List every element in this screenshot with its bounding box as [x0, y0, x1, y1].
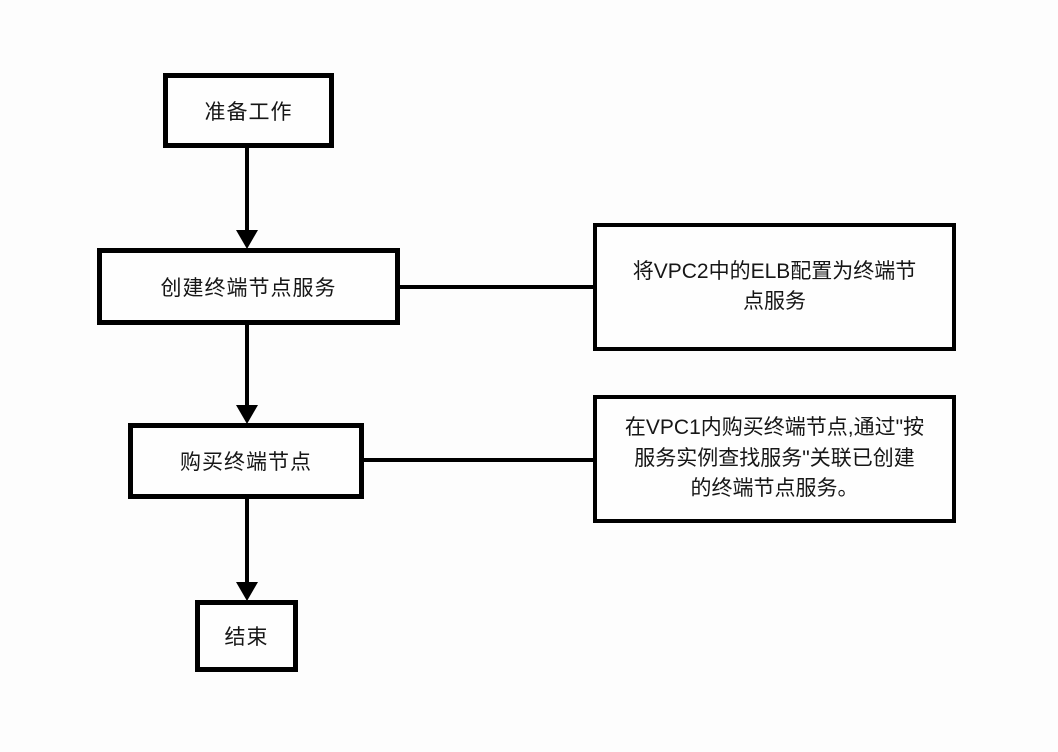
- arrow-shaft: [245, 499, 249, 585]
- arrowhead-icon: [236, 582, 258, 601]
- flow-node-create-endpoint-service: 创建终端节点服务: [97, 248, 400, 325]
- annotation-configure-elb: 将VPC2中的ELB配置为终端节 点服务: [593, 223, 956, 351]
- flow-node-buy-endpoint: 购买终端节点: [128, 423, 364, 499]
- down-arrow-start-to-create: [236, 148, 258, 249]
- annotation-buy-endpoint: 在VPC1内购买终端节点,通过"按 服务实例查找服务"关联已创建 的终端节点服务…: [593, 395, 956, 523]
- flow-node-start: 准备工作: [163, 73, 334, 148]
- arrow-shaft: [245, 325, 249, 408]
- arrowhead-icon: [236, 230, 258, 249]
- flow-node-end: 结束: [195, 600, 298, 672]
- connector-buy-to-note: [364, 458, 593, 462]
- arrow-shaft: [245, 148, 249, 233]
- down-arrow-buy-to-end: [236, 499, 258, 601]
- connector-create-to-note: [400, 285, 593, 289]
- arrowhead-icon: [236, 405, 258, 424]
- down-arrow-create-to-buy: [236, 325, 258, 424]
